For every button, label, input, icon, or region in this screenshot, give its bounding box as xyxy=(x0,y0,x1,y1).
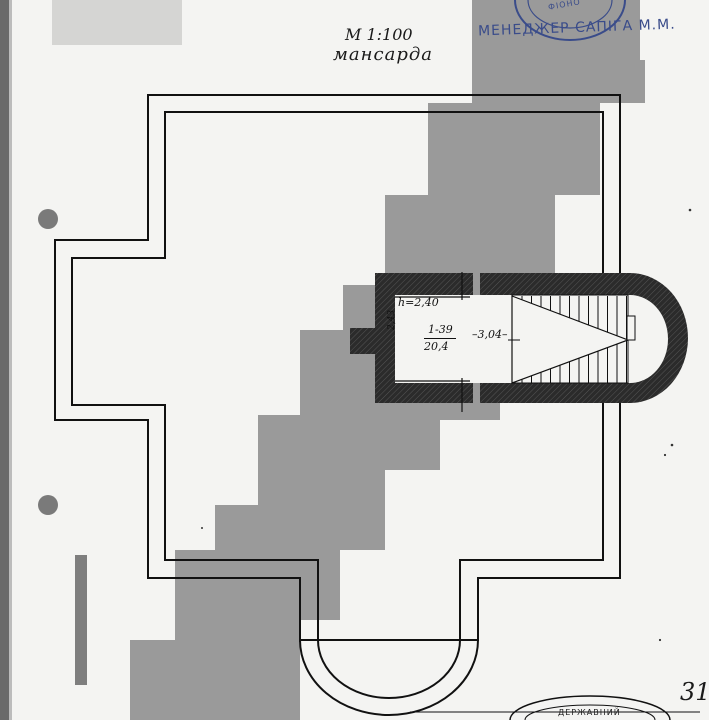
stamp-bottom xyxy=(410,695,700,720)
drawing-scale: М 1:100 xyxy=(345,25,413,44)
page-number: 31 xyxy=(680,678,709,706)
stamp-top xyxy=(514,0,626,41)
stair-treads-bottom xyxy=(521,340,627,383)
binding-edge xyxy=(0,0,9,720)
punch-hole-bottom xyxy=(38,495,58,515)
room-height-label: h=2,40 xyxy=(398,296,439,309)
bay-inner-arc xyxy=(317,639,461,699)
punch-hole-top xyxy=(38,209,58,229)
dimension-ticks xyxy=(395,272,470,412)
small-room xyxy=(395,295,473,383)
bay-outer-arc xyxy=(299,639,479,716)
room-area-fraction-line xyxy=(424,338,456,339)
outer-wall-outline xyxy=(54,94,621,641)
room-area-bottom: 20,4 xyxy=(424,340,449,353)
room-area-top: 1-39 xyxy=(428,323,453,336)
stamp-bottom-arc-text: ДЕРЖАВНИЙ xyxy=(558,708,621,717)
tower-window xyxy=(626,315,636,341)
floor-name: мансарда xyxy=(333,44,433,65)
stair-tower-walls xyxy=(350,273,688,403)
stair-treads-top xyxy=(521,296,627,340)
room-side-dim: 2,43 xyxy=(387,309,397,330)
corridor-width-dim: –3,04– xyxy=(472,328,508,341)
